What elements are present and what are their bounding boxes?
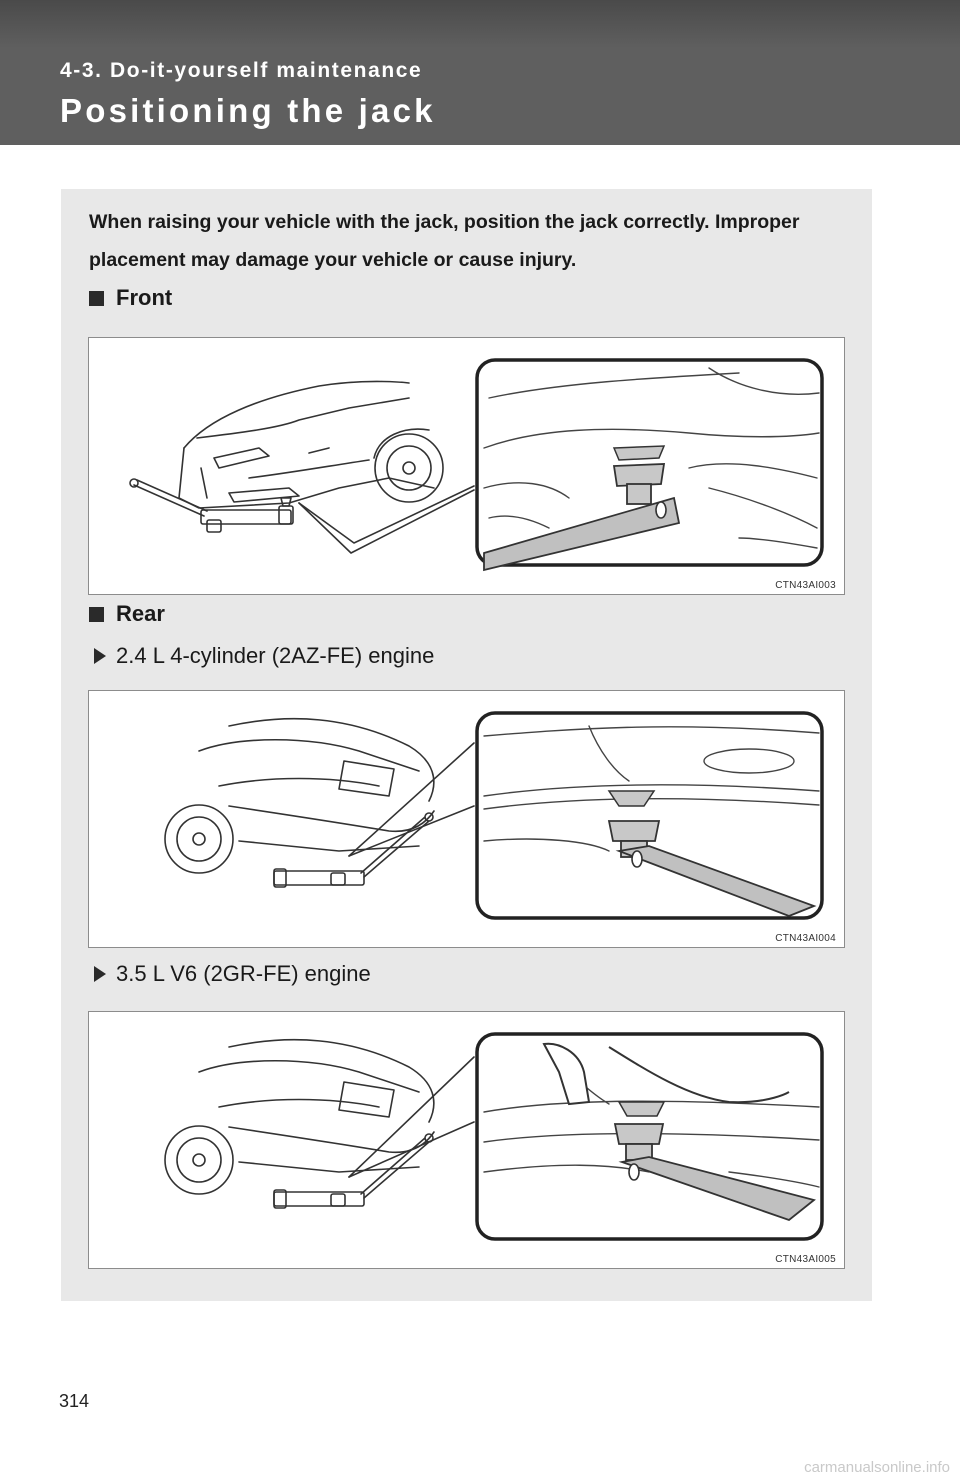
square-bullet-icon: [89, 606, 104, 622]
page-title: Positioning the jack: [60, 92, 436, 129]
triangle-bullet-icon: [94, 966, 106, 982]
subhead-front: Front: [89, 285, 172, 311]
page-number: 314: [59, 1391, 90, 1411]
figure-code: CTN43AI005: [775, 1254, 836, 1265]
rear-jack-illustration-2-4l: [164, 711, 824, 920]
triangle-bullet-icon: [94, 648, 106, 664]
figure-code: CTN43AI003: [775, 580, 836, 591]
watermark: carmanualsonline.info: [804, 1459, 950, 1476]
subhead-front-label: Front: [116, 285, 173, 310]
section-label: 4-3. Do-it-yourself maintenance: [60, 59, 423, 82]
figure-front-jack-point: CTN43AI003: [88, 337, 845, 595]
rear-jack-illustration-3-5l: [164, 1032, 824, 1241]
figure-code: CTN43AI004: [775, 933, 836, 944]
variant-2-4l: 2.4 L 4-cylinder (2AZ-FE) engine: [94, 643, 434, 669]
subhead-rear: Rear: [89, 601, 165, 627]
variant-3-5l-label: 3.5 L V6 (2GR-FE) engine: [116, 961, 371, 986]
subhead-rear-label: Rear: [116, 601, 165, 626]
figure-rear-3-5l: CTN43AI005: [88, 1011, 845, 1269]
square-bullet-icon: [89, 290, 104, 306]
variant-2-4l-label: 2.4 L 4-cylinder (2AZ-FE) engine: [116, 643, 435, 668]
front-jack-illustration: [129, 358, 824, 572]
variant-3-5l: 3.5 L V6 (2GR-FE) engine: [94, 961, 371, 987]
figure-rear-2-4l: CTN43AI004: [88, 690, 845, 948]
header-band: [0, 0, 960, 145]
intro-text: When raising your vehicle with the jack,…: [89, 211, 800, 271]
